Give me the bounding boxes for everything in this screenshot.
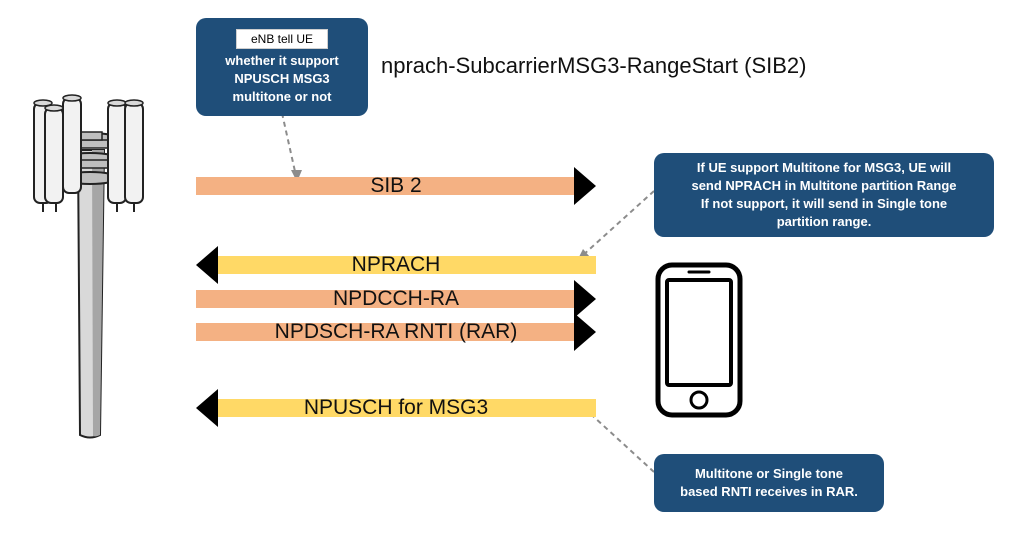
nprach-arrow: NPRACH [196,246,596,284]
npdsch-ra-arrow: NPDSCH-RA RNTI (RAR) [196,313,596,351]
npdcch-ra-arrow: NPDCCH-RA [196,280,596,318]
callout-line: If not support, it will send in Single t… [700,196,948,211]
callout-line: send NPRACH in Multitone partition Range [691,178,957,193]
arrow-label: NPDCCH-RA [333,287,459,310]
callout-line: NPUSCH MSG3 [234,70,330,86]
arrow-label: NPDSCH-RA RNTI (RAR) [274,320,518,343]
rar-callout: Multitone or Single tone based RNTI rece… [654,454,884,512]
parameter-title: nprach-SubcarrierMSG3-RangeStart (SIB2) [381,53,807,78]
ue-support-callout: If UE support Multitone for MSG3, UE wil… [654,153,994,237]
sib2-arrow: SIB 2 [196,167,596,205]
callout-line: partition range. [776,214,872,229]
callout-line: If UE support Multitone for MSG3, UE wil… [696,160,952,175]
npusch-msg3-arrow: NPUSCH for MSG3 [196,389,596,427]
callout-line: based RNTI receives in RAR. [680,484,858,499]
arrow-label: NPUSCH for MSG3 [303,396,489,419]
enb-callout: eNB tell UE whether it support NPUSCH MS… [196,18,368,116]
callout-line: multitone or not [232,88,332,104]
callout-line: whether it support [225,52,339,68]
arrow-label: SIB 2 [370,174,422,197]
smartphone-icon [655,262,743,418]
arrow-label: NPRACH [351,253,441,276]
connector-lines [281,112,655,473]
callout-tag: eNB tell UE [235,28,329,49]
callout-line: Multitone or Single tone [694,466,844,481]
